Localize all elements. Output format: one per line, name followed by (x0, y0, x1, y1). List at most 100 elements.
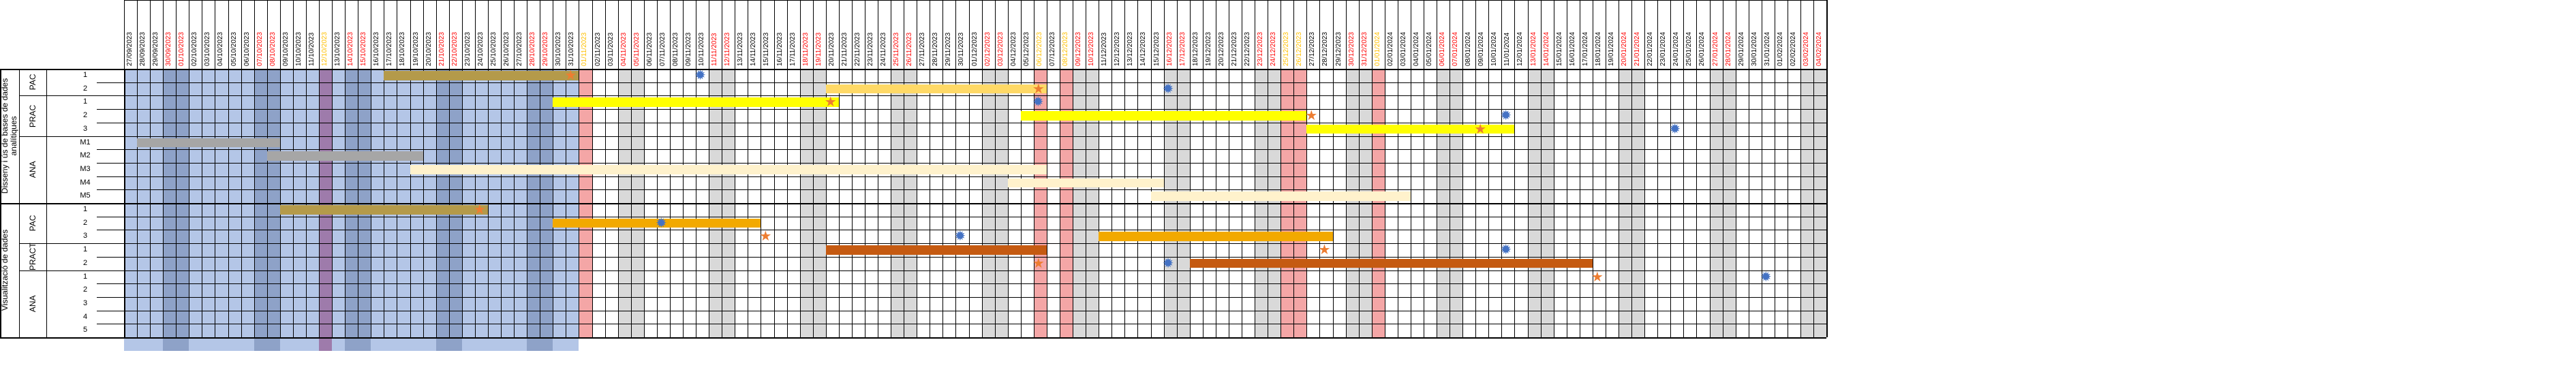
task-bar[interactable] (410, 164, 1047, 174)
date-header-label: 24/01/2024 (1672, 31, 1681, 66)
date-header-label: 15/12/2023 (1152, 31, 1161, 66)
grid-vline (150, 0, 151, 337)
grid-vline (1137, 0, 1139, 337)
grid-vline (1800, 0, 1802, 337)
deadline-star-icon[interactable]: ★ (564, 67, 577, 83)
task-bar[interactable] (1007, 178, 1164, 188)
task-bar[interactable] (825, 245, 1047, 255)
grid-hline (0, 337, 1827, 339)
date-header-label: 10/12/2023 (1088, 31, 1096, 66)
date-header-label: 27/12/2023 (1308, 31, 1317, 66)
grid-vline (1462, 0, 1464, 337)
date-header-label: 03/10/2023 (204, 31, 212, 66)
row-label: 2 (82, 111, 88, 120)
task-bar[interactable] (825, 84, 1047, 94)
task-bar[interactable] (137, 138, 280, 148)
grid-vline (228, 0, 229, 337)
deadline-star-icon[interactable]: ★ (824, 93, 837, 110)
date-header-label: 14/12/2023 (1139, 31, 1148, 66)
date-header-label: 02/11/2023 (594, 32, 602, 66)
milestone-burst-icon[interactable]: ✹ (694, 67, 706, 83)
deadline-star-icon[interactable]: ★ (473, 201, 486, 217)
grid-hline (0, 203, 1827, 204)
date-header-label: 28/09/2023 (139, 31, 147, 66)
date-header-label: 12/01/2024 (1516, 31, 1524, 66)
date-header-label: 28/10/2023 (529, 31, 537, 66)
date-header-label: 22/10/2023 (450, 31, 459, 66)
grid-vline (1332, 0, 1334, 337)
date-header-label: 04/01/2024 (1412, 31, 1420, 66)
date-header-label: 23/01/2024 (1659, 31, 1668, 66)
task-bar[interactable] (266, 151, 423, 161)
milestone-burst-icon[interactable]: ✹ (1500, 241, 1512, 258)
milestone-burst-icon[interactable]: ✹ (1500, 107, 1512, 124)
deadline-star-icon[interactable]: ★ (759, 228, 772, 245)
date-header-label: 01/10/2023 (178, 31, 186, 66)
row-label: 1 (82, 245, 88, 254)
grid-vline (1111, 0, 1113, 337)
day-column-shade (189, 69, 202, 351)
milestone-burst-icon[interactable]: ✹ (655, 214, 667, 231)
date-header-label: 03/11/2023 (607, 32, 615, 66)
task-bar[interactable] (384, 71, 579, 80)
task-bar[interactable] (1150, 191, 1411, 201)
deadline-star-icon[interactable]: ★ (1032, 80, 1045, 97)
milestone-burst-icon[interactable]: ✹ (954, 228, 966, 245)
grid-vline (1644, 0, 1646, 337)
milestone-burst-icon[interactable]: ✹ (1760, 268, 1772, 285)
date-header-label: 06/12/2023 (1035, 31, 1043, 66)
date-header-label: 19/10/2023 (412, 31, 420, 66)
deadline-star-icon[interactable]: ★ (1318, 241, 1331, 258)
row-label: 1 (82, 272, 88, 281)
date-header-label: 22/11/2023 (853, 32, 861, 66)
date-header-label: 01/12/2023 (970, 31, 979, 66)
deadline-star-icon[interactable]: ★ (1474, 120, 1487, 137)
section-label: Disseny i ús de bases de dades analítiqu… (0, 78, 18, 194)
milestone-burst-icon[interactable]: ✹ (1032, 93, 1044, 110)
date-header-label: 24/12/2023 (1270, 31, 1278, 66)
date-header-label: 16/12/2023 (1165, 31, 1174, 66)
deadline-star-icon[interactable]: ★ (1305, 107, 1318, 124)
date-header-label: 21/01/2024 (1634, 31, 1642, 66)
day-column-shade (540, 69, 553, 351)
date-header-label: 11/10/2023 (307, 32, 316, 66)
milestone-burst-icon[interactable]: ✹ (1669, 120, 1681, 137)
task-bar[interactable] (1099, 232, 1333, 242)
grid-hline (97, 82, 1827, 83)
grid-vline (279, 0, 281, 337)
row-label: M1 (80, 138, 91, 146)
date-header-label: 30/09/2023 (165, 31, 173, 66)
task-bar[interactable] (1189, 258, 1593, 268)
milestone-burst-icon[interactable]: ✹ (1162, 254, 1174, 271)
task-bar[interactable] (553, 218, 761, 228)
date-header-label: 24/11/2023 (880, 32, 888, 66)
date-header-label: 27/01/2024 (1711, 31, 1719, 66)
grid-vline (1540, 0, 1542, 337)
milestone-burst-icon[interactable]: ✹ (1162, 80, 1174, 97)
group-separator (19, 95, 124, 97)
task-bar[interactable] (1306, 124, 1515, 134)
grid-hline (97, 270, 1827, 271)
deadline-star-icon[interactable]: ★ (1591, 268, 1604, 285)
task-bar[interactable] (1020, 111, 1307, 121)
grid-vline (1501, 0, 1503, 337)
task-bar[interactable] (279, 205, 488, 215)
day-column-shade (124, 69, 138, 351)
date-header-label: 29/10/2023 (542, 31, 550, 66)
date-header-label: 30/01/2024 (1750, 31, 1758, 66)
grid-vline (1163, 0, 1165, 337)
date-header-label: 06/10/2023 (243, 31, 251, 66)
date-header-label: 12/12/2023 (1114, 31, 1122, 66)
grid-hline (97, 109, 1827, 110)
day-column-shade (487, 69, 502, 351)
task-bar[interactable] (553, 97, 839, 108)
date-header-label: 29/12/2023 (1334, 31, 1343, 66)
group-separator (19, 243, 124, 245)
grid-vline (1319, 0, 1321, 337)
date-header-label: 21/12/2023 (1230, 31, 1238, 66)
grid-vline (345, 0, 346, 337)
deadline-star-icon[interactable]: ★ (1032, 254, 1045, 271)
date-header-label: 03/02/2024 (1803, 31, 1811, 66)
grid-vline (1813, 0, 1815, 337)
date-header-label: 23/10/2023 (463, 31, 472, 66)
